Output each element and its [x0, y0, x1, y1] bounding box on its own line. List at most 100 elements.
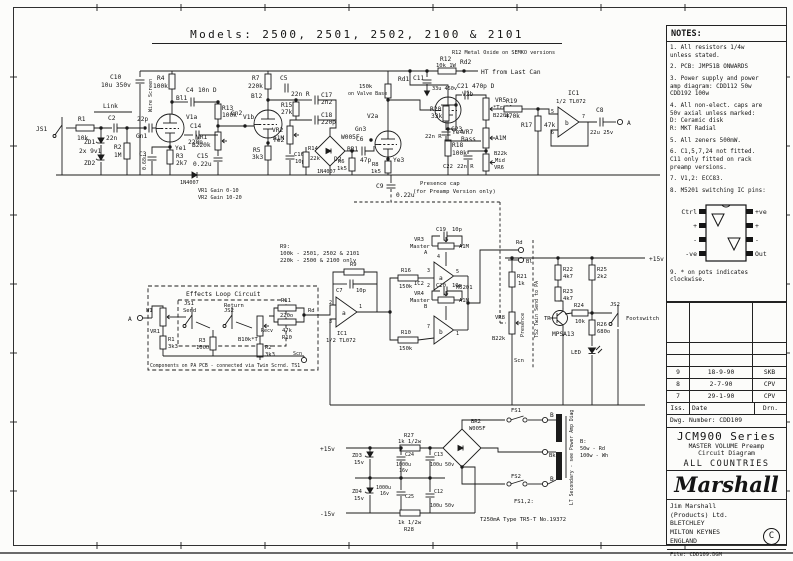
svg-text:1M: 1M [114, 152, 122, 159]
note-item: 1. All resistors 1/4w unless stated. [670, 45, 745, 59]
svg-text:Link: Link [103, 103, 118, 110]
label: 2k2 [597, 274, 607, 280]
svg-text:W005F: W005F [341, 134, 360, 141]
svg-text:Rd1: Rd1 [398, 76, 409, 83]
svg-text:150k: 150k [359, 84, 373, 90]
potentiometer [437, 291, 455, 304]
label: R1 [168, 337, 175, 343]
wire [322, 304, 336, 316]
resistor [588, 319, 596, 336]
svg-text:A1M: A1M [273, 135, 284, 142]
label: 100k [452, 150, 467, 157]
label: 100k [153, 83, 168, 90]
label: V1a [186, 114, 197, 121]
label: 7 [427, 324, 430, 330]
capacitor [425, 456, 435, 461]
capacitor [361, 146, 366, 156]
capacitor [386, 184, 396, 189]
svg-text:VR1: VR1 [150, 329, 160, 335]
label: 3 [427, 268, 430, 274]
potentiometer [159, 307, 172, 327]
label: R2 [265, 345, 272, 351]
resistor [292, 101, 300, 117]
bridge-rectifier [314, 135, 346, 167]
resistor [534, 115, 542, 132]
revision-row-empty [667, 343, 786, 355]
capacitor [349, 279, 354, 289]
wire [547, 479, 557, 485]
svg-text:R27: R27 [404, 433, 414, 439]
svg-text:C2: C2 [108, 115, 116, 122]
svg-text:1k: 1k [518, 281, 525, 287]
svg-text:220o: 220o [280, 313, 293, 319]
wire [332, 271, 344, 305]
label: R25 [597, 267, 607, 273]
svg-text:1k5: 1k5 [371, 169, 381, 175]
resistor [264, 73, 272, 90]
label: C11 [413, 75, 424, 82]
label: 470p D [472, 83, 495, 90]
junction-dot [510, 256, 514, 260]
label: B220k [192, 142, 211, 149]
svg-text:10k: 10k [77, 135, 88, 142]
svg-text:10k: 10k [575, 319, 586, 325]
label: C12 [434, 489, 443, 495]
jack-socket [608, 305, 619, 327]
label: a [342, 310, 346, 317]
label: 1M [114, 152, 122, 159]
label: 47k [544, 122, 555, 129]
capacitor [190, 97, 195, 107]
label: 1k 1/2w [398, 439, 422, 445]
label: R22 [563, 267, 573, 273]
svg-text:2k2: 2k2 [597, 274, 607, 280]
svg-text:Send: Send [183, 308, 196, 314]
svg-text:1k 1/2w: 1k 1/2w [398, 520, 422, 526]
svg-text:R23: R23 [563, 289, 573, 295]
label: 1/2 TL072 [326, 338, 356, 344]
junction-dot [243, 124, 247, 128]
label: 16v [399, 468, 408, 474]
label: 2n2 [321, 99, 332, 106]
potentiometer [286, 125, 299, 145]
svg-text:B10k*T: B10k*T [238, 337, 259, 343]
svg-text:C25: C25 [405, 494, 414, 500]
label: -15v [320, 511, 335, 518]
label: 4 [437, 254, 440, 260]
label: 1k5 [371, 169, 381, 175]
svg-text:Presence: Presence [520, 313, 526, 337]
svg-text:Ye3: Ye3 [393, 157, 404, 164]
label: R5 [253, 147, 261, 154]
label: 0.22u [193, 161, 212, 168]
svg-text:B: B [550, 412, 554, 419]
capacitor [314, 115, 319, 125]
jack-socket [52, 117, 63, 139]
svg-text:0.22u: 0.22u [193, 161, 212, 168]
label: 220k - 2500 & 2100 only [280, 258, 357, 264]
label: Ye1 [175, 145, 186, 152]
label: 5 [551, 109, 554, 115]
svg-text:10k 1W: 10k 1W [436, 63, 457, 69]
svg-text:680o: 680o [597, 329, 610, 335]
svg-text:0.22u: 0.22u [396, 192, 415, 199]
transformer-winding [556, 414, 562, 442]
series-subtitle1: MASTER VOLUME Preamp [688, 443, 765, 450]
svg-text:1k5: 1k5 [337, 166, 347, 172]
label: A1M [459, 244, 470, 250]
terminal [517, 256, 525, 264]
label: JS1 [184, 301, 194, 307]
label: 2x 9v1 [79, 148, 102, 155]
svg-text:B:: B: [580, 439, 587, 445]
label: +15v [320, 446, 335, 453]
notes-panel: NOTES: 1. All resistors 1/4w unless stat… [666, 25, 787, 302]
label: TR [544, 316, 551, 322]
rev-header-iss: Iss. [667, 403, 690, 414]
resistor [444, 139, 452, 157]
label: 150k [399, 284, 413, 290]
svg-text:C5: C5 [280, 75, 288, 82]
label: R1 [78, 116, 86, 123]
junction-dot [590, 256, 594, 260]
svg-text:16v: 16v [380, 491, 389, 497]
svg-text:Mid: Mid [495, 158, 505, 164]
note-item: 2. PCB: JMP51B ONWARDS [670, 64, 749, 71]
